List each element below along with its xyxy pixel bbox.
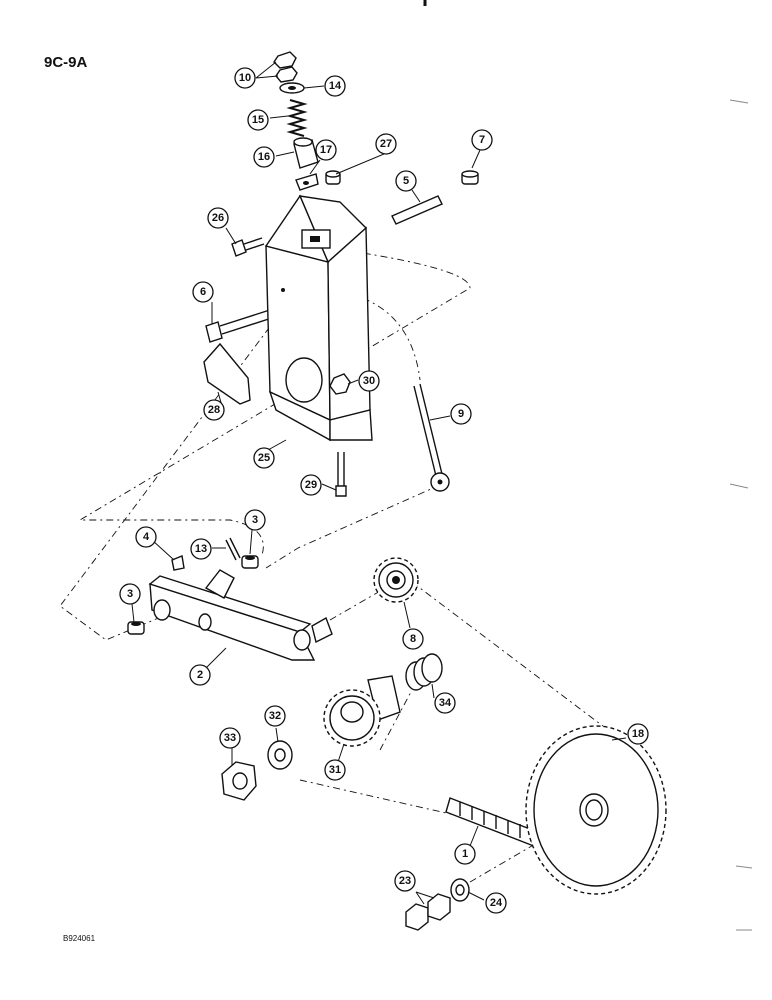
svg-text:3: 3	[127, 588, 133, 600]
sprocket-part-18	[525, 725, 667, 895]
callout-24: 24	[485, 892, 507, 914]
arm-part-2	[148, 569, 333, 661]
callout-18: 18	[627, 723, 649, 745]
block-part-28	[203, 342, 251, 405]
callout-14: 14	[324, 75, 346, 97]
svg-text:10: 10	[239, 72, 251, 84]
bushing-part-3-lower	[127, 621, 145, 635]
callout-23: 23	[394, 870, 416, 892]
spring-part-15	[286, 99, 308, 137]
svg-text:27: 27	[380, 138, 392, 150]
svg-text:33: 33	[224, 732, 236, 744]
svg-text:1: 1	[462, 848, 468, 860]
svg-text:6: 6	[200, 286, 206, 298]
nut-part-30	[329, 373, 351, 395]
washer-part-32	[267, 740, 293, 770]
callout-17: 17	[315, 139, 337, 161]
drawing-code: B924061	[63, 934, 96, 943]
svg-text:31: 31	[329, 764, 341, 776]
nut-part-33	[221, 761, 257, 801]
svg-text:14: 14	[329, 80, 342, 92]
callout-16: 16	[253, 146, 275, 168]
bushing-part-16	[293, 137, 319, 169]
svg-text:18: 18	[632, 728, 644, 740]
washer-part-14	[279, 82, 305, 94]
svg-text:9: 9	[458, 408, 464, 420]
sprocket-part-31	[323, 675, 401, 747]
rod-part-9	[413, 383, 450, 492]
svg-text:32: 32	[269, 710, 281, 722]
page-title: 9C-9A	[44, 54, 88, 71]
assembly-dash-lines	[59, 247, 629, 883]
callout-9: 9	[450, 403, 472, 425]
callout-25: 25	[253, 447, 275, 469]
callout-4: 4	[135, 526, 157, 548]
callout-10: 10	[234, 67, 256, 89]
callout-5: 5	[395, 170, 417, 192]
svg-text:16: 16	[258, 151, 270, 163]
callout-26: 26	[207, 207, 229, 229]
svg-text:15: 15	[252, 114, 264, 126]
wedge-part-17	[295, 173, 319, 191]
callout-27: 27	[375, 133, 397, 155]
callout-28: 28	[203, 399, 225, 421]
svg-text:17: 17	[320, 144, 332, 156]
svg-text:24: 24	[490, 897, 503, 909]
sprocket-part-8	[373, 557, 419, 603]
svg-text:25: 25	[258, 452, 270, 464]
callout-34: 34	[434, 692, 456, 714]
svg-text:28: 28	[208, 404, 220, 416]
pin-part-5	[391, 195, 443, 225]
bolt-part-26	[231, 237, 265, 257]
svg-text:2: 2	[197, 669, 203, 681]
callout-8: 8	[402, 628, 424, 650]
svg-text:3: 3	[252, 514, 258, 526]
svg-text:26: 26	[212, 212, 224, 224]
spring-part-34	[405, 653, 443, 691]
svg-text:30: 30	[363, 375, 375, 387]
margin-marks	[423, 0, 753, 931]
callout-29: 29	[300, 474, 322, 496]
nut-part-10	[273, 51, 298, 83]
callout-3-upper: 3	[244, 509, 266, 531]
svg-text:5: 5	[403, 175, 409, 187]
nut-part-23	[405, 893, 451, 931]
bolt-part-29	[335, 452, 347, 497]
callout-13: 13	[190, 538, 212, 560]
callout-33: 33	[219, 727, 241, 749]
callout-30: 30	[358, 370, 380, 392]
bushing-part-3-upper	[241, 555, 259, 569]
svg-text:4: 4	[143, 531, 150, 543]
callout-2: 2	[189, 664, 211, 686]
pin-part-13	[225, 537, 241, 561]
svg-text:7: 7	[479, 134, 485, 146]
svg-text:13: 13	[195, 543, 207, 555]
svg-text:29: 29	[305, 479, 317, 491]
callout-31: 31	[324, 759, 346, 781]
callout-15: 15	[247, 109, 269, 131]
washer-part-24	[450, 878, 470, 902]
collar-part-27	[325, 170, 341, 185]
svg-text:23: 23	[399, 875, 411, 887]
callout-32: 32	[264, 705, 286, 727]
fitting-part-4	[171, 555, 185, 571]
svg-text:34: 34	[439, 697, 452, 709]
callout-3-lower: 3	[119, 583, 141, 605]
svg-text:8: 8	[410, 633, 416, 645]
callout-7: 7	[471, 129, 493, 151]
bracket-part-25	[264, 194, 373, 442]
callout-1: 1	[454, 843, 476, 865]
callout-6: 6	[192, 281, 214, 303]
collar-part-7	[461, 170, 479, 185]
leader-lines	[131, 61, 627, 905]
